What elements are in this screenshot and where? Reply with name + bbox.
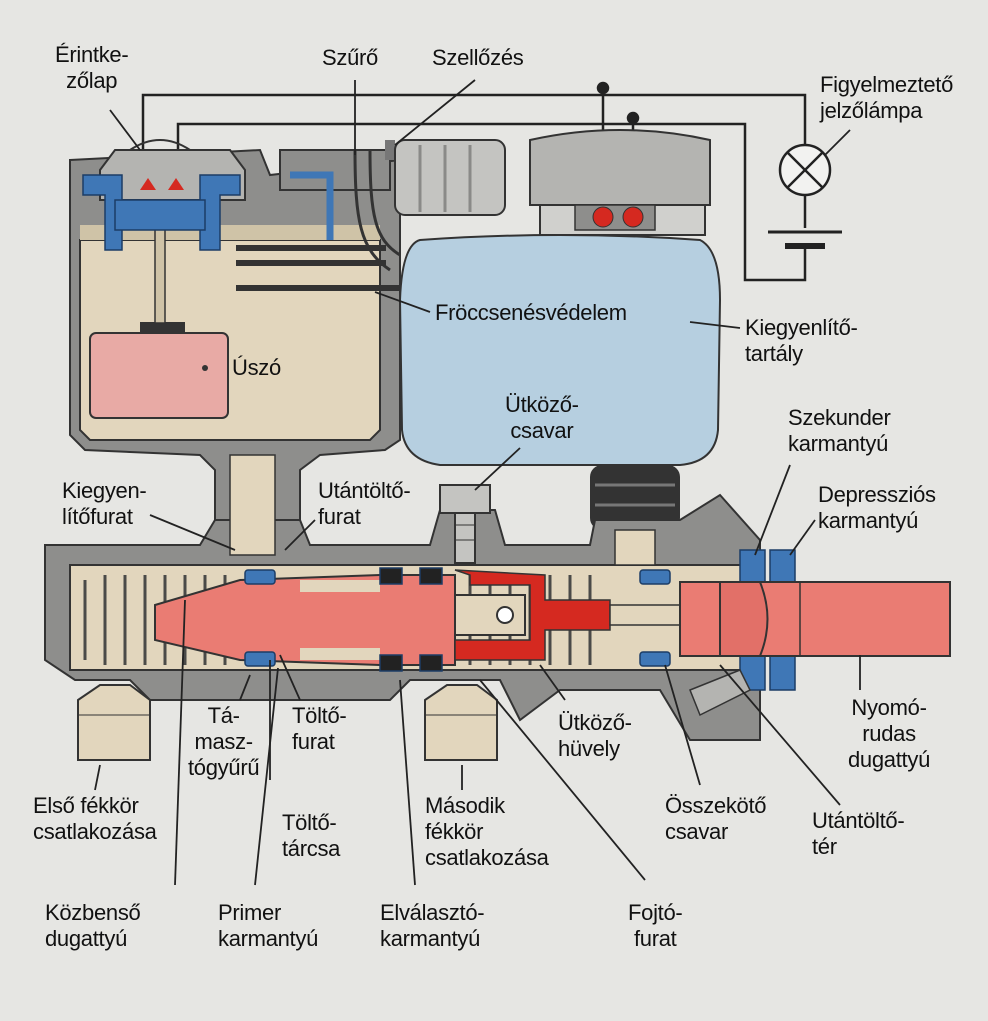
reservoir-caps	[394, 129, 711, 236]
label-compensating-reservoir: Kiegyenlítő-tartály	[745, 315, 858, 366]
float	[89, 194, 229, 419]
reservoir-outlets	[229, 454, 656, 566]
label-fill-disc: Töltő-tárcsa	[282, 810, 341, 861]
cup-seals	[244, 549, 796, 691]
filter-vent	[236, 140, 406, 291]
label-float: Úszó	[232, 355, 281, 380]
compensating-reservoir	[398, 234, 722, 466]
label-support-ring: Tá-masz-tógyűrű	[188, 703, 260, 780]
first-circuit-port	[77, 684, 151, 761]
label-refill-chamber: Utántöltő-tér	[812, 808, 905, 859]
label-compensating-port: Kiegyen-lítőfurat	[62, 478, 147, 529]
contact-plate-cap	[82, 139, 246, 251]
stop-screw	[439, 484, 491, 564]
label-throttle-port: Fojtó-furat	[628, 900, 683, 951]
pushrod-piston	[679, 581, 951, 717]
label-refill-port: Utántöltő-furat	[318, 478, 411, 529]
leader-lines	[94, 79, 861, 886]
label-vent: Szellőzés	[432, 45, 524, 70]
label-separating-cup: Elválasztó-karmantyú	[380, 900, 485, 951]
label-stop-screw: Ütköző-csavar	[505, 392, 579, 443]
battery-icon	[768, 230, 842, 249]
rubber-bellow	[590, 465, 680, 530]
warning-lamp-icon	[778, 143, 832, 228]
label-filter: Szűrő	[322, 45, 378, 70]
second-circuit-port	[424, 684, 498, 761]
label-contact-plate: Érintke-zőlap	[55, 42, 129, 93]
label-stop-sleeve: Ütköző-hüvely	[558, 710, 632, 761]
label-splash-guard: Fröccsenésvédelem	[435, 300, 627, 325]
intermediate-piston	[154, 574, 456, 666]
label-fill-port: Töltő-furat	[292, 703, 347, 754]
stop-sleeve	[454, 569, 681, 661]
